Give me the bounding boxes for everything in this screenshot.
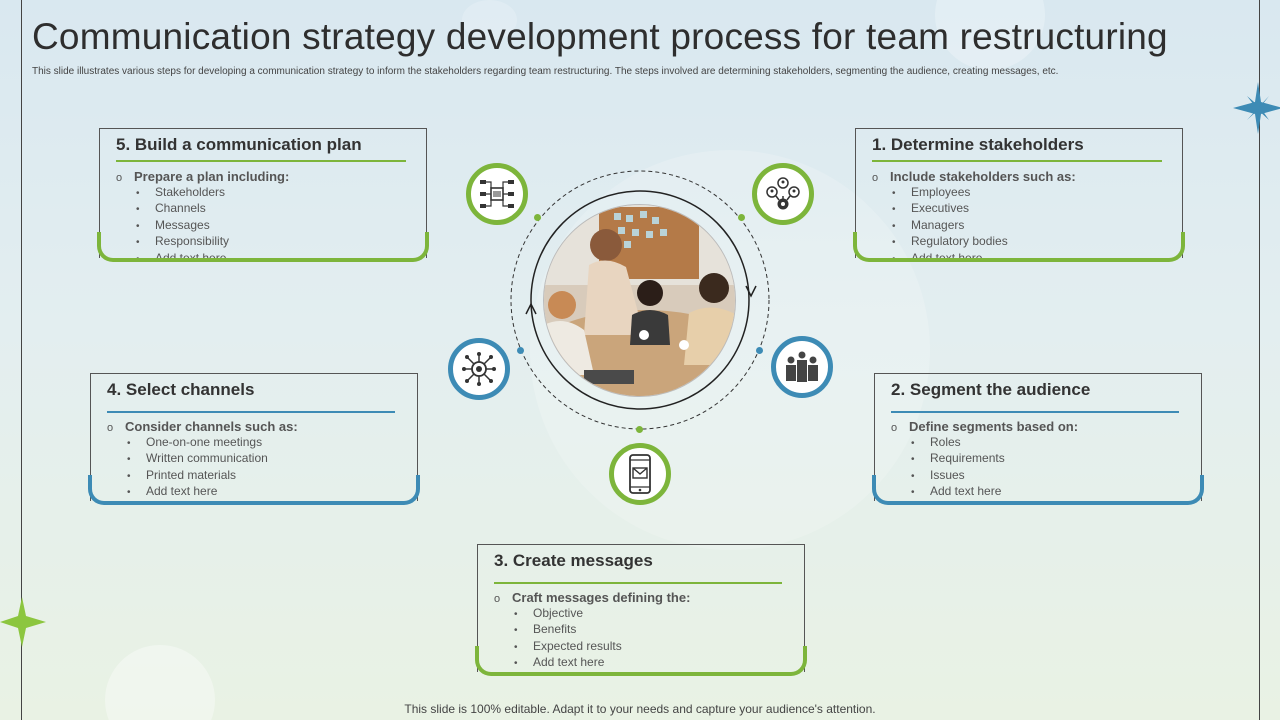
- list-item: Add text here: [911, 484, 1005, 500]
- sparkle-green-icon: [0, 597, 46, 647]
- footer-note: This slide is 100% editable. Adapt it to…: [404, 702, 876, 716]
- connector-dot: [534, 214, 541, 221]
- list-item: Employees: [892, 185, 1008, 201]
- connector-dot: [756, 347, 763, 354]
- step-5-heading: 5. Build a communication plan: [116, 135, 362, 154]
- list-item: Issues: [911, 468, 1005, 484]
- list-item: Managers: [892, 218, 1008, 234]
- list-item: Regulatory bodies: [892, 234, 1008, 250]
- step-1-list: Employees Executives Managers Regulatory…: [892, 185, 1008, 267]
- step-4-list: One-on-one meetings Written communicatio…: [127, 435, 268, 501]
- cycle-arrow-left-icon: [525, 302, 537, 315]
- step-5-list: Stakeholders Channels Messages Responsib…: [136, 185, 229, 267]
- mobile-mail-icon: [609, 443, 671, 505]
- connector-dot: [517, 347, 524, 354]
- step-4-divider: [107, 411, 395, 413]
- step-2-heading: 2. Segment the audience: [891, 380, 1091, 399]
- list-item: Printed materials: [127, 468, 268, 484]
- cycle-rings: [510, 170, 770, 430]
- step-2-list: Roles Requirements Issues Add text here: [911, 435, 1005, 501]
- right-border-line: [1259, 0, 1260, 720]
- connector-dot: [636, 426, 643, 433]
- list-item: Objective: [514, 606, 622, 622]
- list-item: Add text here: [892, 251, 1008, 267]
- step-1-divider: [872, 160, 1162, 162]
- list-item: Roles: [911, 435, 1005, 451]
- step-5-divider: [116, 160, 406, 162]
- cycle-arrow-right-icon: [745, 285, 757, 298]
- step-3-divider: [494, 582, 782, 584]
- page-title: Communication strategy development proce…: [32, 16, 1168, 57]
- list-item: Messages: [136, 218, 229, 234]
- bg-circle-small: [462, 0, 517, 40]
- list-item: Stakeholders: [136, 185, 229, 201]
- list-item: Benefits: [514, 622, 622, 638]
- stakeholders-network-icon: [752, 163, 814, 225]
- step-3-heading: 3. Create messages: [494, 551, 653, 570]
- connector-dot: [738, 214, 745, 221]
- list-item: Expected results: [514, 639, 622, 655]
- list-item: Responsibility: [136, 234, 229, 250]
- channels-hub-icon: [448, 338, 510, 400]
- plan-flowchart-icon: [466, 163, 528, 225]
- list-item: Channels: [136, 201, 229, 217]
- list-item: One-on-one meetings: [127, 435, 268, 451]
- step-3-list: Objective Benefits Expected results Add …: [514, 606, 622, 672]
- left-border-line: [21, 0, 22, 720]
- list-item: Add text here: [136, 251, 229, 267]
- page-subtitle: This slide illustrates various steps for…: [32, 66, 1059, 77]
- step-4-heading: 4. Select channels: [107, 380, 255, 399]
- audience-group-icon: [771, 336, 833, 398]
- list-item: Add text here: [514, 655, 622, 671]
- step-2-divider: [891, 411, 1179, 413]
- list-item: Requirements: [911, 451, 1005, 467]
- list-item: Executives: [892, 201, 1008, 217]
- sparkle-blue-icon: [1233, 82, 1280, 134]
- list-item: Add text here: [127, 484, 268, 500]
- step-1-heading: 1. Determine stakeholders: [872, 135, 1084, 154]
- list-item: Written communication: [127, 451, 268, 467]
- team-meeting-photo: [543, 204, 736, 397]
